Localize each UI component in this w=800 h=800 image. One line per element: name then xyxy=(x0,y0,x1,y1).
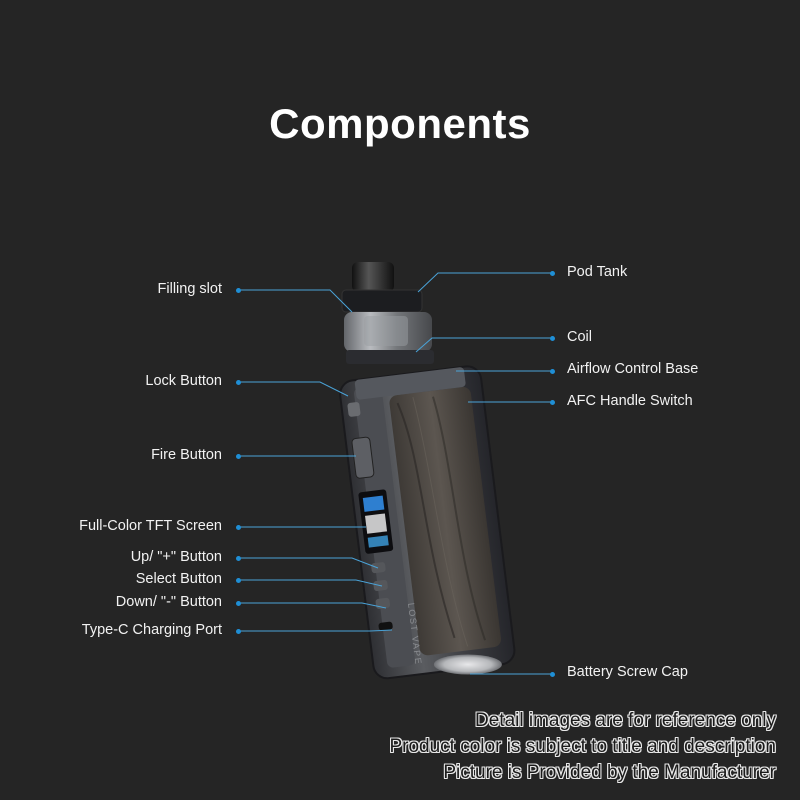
leader-dot xyxy=(550,271,555,276)
mod-body-shape: LOST VAPE xyxy=(339,365,516,680)
label-coil: Coil xyxy=(567,329,592,345)
leader-dot xyxy=(236,601,241,606)
leader-dot xyxy=(550,672,555,677)
label-charging-port: Type-C Charging Port xyxy=(81,622,222,638)
leader-dot xyxy=(236,454,241,459)
label-filling-slot: Filling slot xyxy=(157,281,222,297)
label-select-button: Select Button xyxy=(135,571,222,587)
label-airflow-control-base: Airflow Control Base xyxy=(567,361,699,377)
leader-lines-right xyxy=(415,272,552,675)
disclaimer-line-3: Picture is Provided by the Manufacturer xyxy=(443,762,776,783)
leader-dot xyxy=(236,578,241,583)
disclaimer-line-2: Product color is subject to title and de… xyxy=(389,736,776,757)
pod-tank-shape xyxy=(341,262,434,364)
leader-dot xyxy=(550,400,555,405)
label-down-button: Down/ "-" Button xyxy=(115,594,222,610)
label-battery-screw-cap: Battery Screw Cap xyxy=(567,664,688,680)
leader-dot xyxy=(236,629,241,634)
label-pod-tank: Pod Tank xyxy=(567,264,628,280)
leader-dot xyxy=(236,556,241,561)
label-afc-handle-switch: AFC Handle Switch xyxy=(567,393,693,409)
leader-dot xyxy=(550,336,555,341)
leader-lines-left xyxy=(240,289,393,632)
disclaimer-line-1: Detail images are for reference only xyxy=(475,710,776,731)
label-tft-screen: Full-Color TFT Screen xyxy=(79,518,222,534)
leader-dot xyxy=(236,380,241,385)
label-fire-button: Fire Button xyxy=(151,447,222,463)
leader-dot xyxy=(550,369,555,374)
label-lock-button: Lock Button xyxy=(145,373,222,389)
page-title: Components xyxy=(269,100,531,147)
label-up-button: Up/ "+" Button xyxy=(130,549,222,565)
leader-dot xyxy=(236,525,241,530)
leader-dot xyxy=(236,288,241,293)
